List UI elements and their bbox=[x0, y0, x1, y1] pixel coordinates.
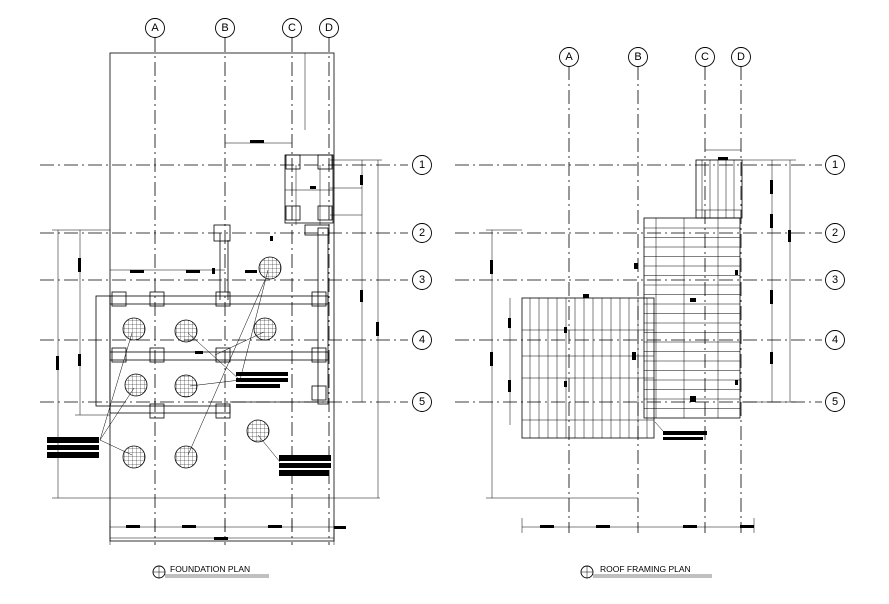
roof-main-purlins bbox=[644, 227, 740, 409]
roof-bubble-b-label: B bbox=[634, 51, 641, 63]
footing-f6 bbox=[149, 347, 165, 363]
roof-bubble-a-label: A bbox=[565, 51, 573, 63]
foundation-bubble-4-label: 4 bbox=[419, 334, 425, 346]
foundation-note-tags bbox=[47, 140, 331, 476]
pile-p7 bbox=[246, 419, 270, 443]
footing-f13 bbox=[317, 154, 333, 170]
pile-p4 bbox=[253, 317, 277, 341]
pile-p1 bbox=[258, 256, 282, 280]
roof-bubble-a bbox=[559, 47, 579, 67]
foundation-plan: A B C D 1 2 3 4 5 bbox=[40, 18, 432, 579]
pile-p3 bbox=[174, 319, 198, 343]
foundation-bubble-1 bbox=[412, 155, 432, 175]
footing-f3 bbox=[215, 291, 231, 307]
footing-f12 bbox=[285, 154, 301, 170]
grade-beam-east bbox=[317, 227, 329, 405]
roof-bubble-2-label: 2 bbox=[832, 227, 838, 239]
footing-f8 bbox=[311, 347, 327, 363]
foundation-bubble-5 bbox=[412, 392, 432, 412]
pile-p6 bbox=[174, 374, 198, 398]
foundation-bubble-3-label: 3 bbox=[419, 274, 425, 286]
footing-f9 bbox=[149, 403, 165, 419]
roof-framing-plan: A B C D 1 2 3 4 5 bbox=[455, 47, 845, 579]
foundation-column-bubbles: A B C D bbox=[145, 18, 339, 38]
foundation-bubble-c-label: C bbox=[288, 22, 296, 34]
foundation-bubble-2 bbox=[412, 223, 432, 243]
roof-bubble-2 bbox=[825, 223, 845, 243]
foundation-bubble-3 bbox=[412, 270, 432, 290]
foundation-bubble-b bbox=[215, 18, 235, 38]
foundation-bubble-4 bbox=[412, 330, 432, 350]
footing-f14 bbox=[285, 205, 301, 221]
foundation-bubble-5-label: 5 bbox=[419, 396, 425, 408]
footing-f2 bbox=[149, 291, 165, 307]
stair-footing bbox=[304, 224, 330, 236]
footing-f7 bbox=[215, 347, 231, 363]
roof-note-tags bbox=[564, 157, 738, 440]
roof-title-block: ROOF FRAMING PLAN bbox=[580, 564, 712, 579]
foundation-bubble-a-label: A bbox=[151, 22, 159, 34]
roof-column-bubbles: A B C D bbox=[559, 47, 751, 67]
roof-bubble-1 bbox=[825, 155, 845, 175]
stair-landing-outline bbox=[284, 154, 334, 224]
footing-f1 bbox=[111, 291, 127, 307]
foundation-column-footings bbox=[111, 154, 333, 419]
roof-bubble-4-label: 4 bbox=[832, 334, 838, 346]
footing-f5 bbox=[111, 347, 127, 363]
foundation-bubble-b-label: B bbox=[221, 22, 228, 34]
footing-f10 bbox=[215, 403, 231, 419]
roof-bubble-3 bbox=[825, 270, 845, 290]
roof-west-purlins bbox=[522, 329, 654, 421]
foundation-bubble-c bbox=[282, 18, 302, 38]
roof-bubble-d-label: D bbox=[737, 51, 745, 63]
foundation-dimensions bbox=[52, 53, 382, 545]
roof-bubble-5 bbox=[825, 392, 845, 412]
foundation-beams bbox=[95, 154, 334, 414]
foundation-plan-title: FOUNDATION PLAN bbox=[170, 564, 250, 574]
foundation-leaders bbox=[99, 269, 281, 463]
foundation-bubble-2-label: 2 bbox=[419, 227, 425, 239]
pile-p9 bbox=[174, 445, 198, 469]
foundation-row-bubbles: 1 2 3 4 5 bbox=[412, 155, 432, 412]
footing-f11 bbox=[213, 224, 231, 242]
roof-bubble-c bbox=[695, 47, 715, 67]
grade-beam-3 bbox=[109, 295, 329, 305]
roof-row-bubbles: 1 2 3 4 5 bbox=[825, 155, 845, 412]
foundation-piles bbox=[122, 256, 282, 469]
roof-plan-title: ROOF FRAMING PLAN bbox=[600, 564, 691, 574]
roof-bubble-5-label: 5 bbox=[832, 396, 838, 408]
foundation-title-block: FOUNDATION PLAN bbox=[152, 564, 269, 579]
pile-p5 bbox=[124, 373, 148, 397]
foundation-bubble-d bbox=[319, 18, 339, 38]
roof-panel-main bbox=[643, 217, 741, 419]
pile-p2 bbox=[122, 317, 146, 341]
roof-dimensions bbox=[486, 149, 796, 533]
roof-panel-north bbox=[695, 159, 743, 219]
grade-beam-5 bbox=[109, 405, 231, 414]
foundation-bubble-1-label: 1 bbox=[419, 159, 425, 171]
pile-p8 bbox=[122, 445, 146, 469]
foundation-bubble-a bbox=[145, 18, 165, 38]
roof-panel-west bbox=[521, 297, 655, 439]
roof-west-rafters bbox=[529, 298, 648, 438]
roof-bubble-b bbox=[628, 47, 648, 67]
roof-main-rafters bbox=[655, 218, 719, 418]
footing-f15 bbox=[317, 205, 333, 221]
footing-f16 bbox=[311, 385, 327, 401]
footing-f4 bbox=[311, 291, 327, 307]
grade-beam-west bbox=[95, 295, 111, 407]
roof-north-rafters bbox=[696, 160, 742, 218]
roof-bubble-3-label: 3 bbox=[832, 274, 838, 286]
roof-bubble-c-label: C bbox=[701, 51, 709, 63]
roof-bubble-1-label: 1 bbox=[832, 159, 838, 171]
roof-bubble-4 bbox=[825, 330, 845, 350]
foundation-bubble-d-label: D bbox=[325, 22, 333, 34]
roof-bubble-d bbox=[731, 47, 751, 67]
